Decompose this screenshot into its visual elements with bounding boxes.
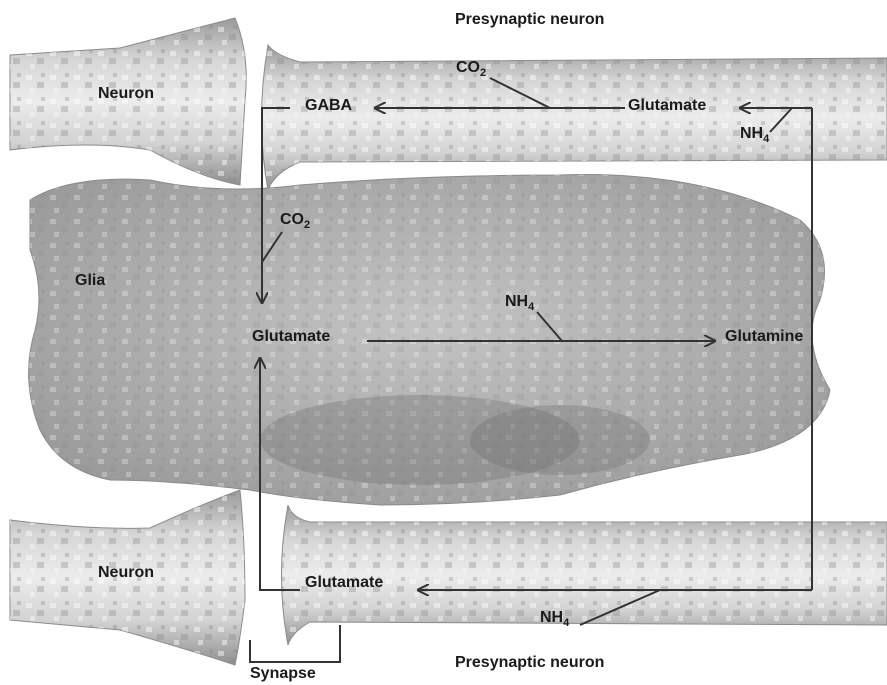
bottom-glutamate-label: Glutamate — [305, 575, 383, 591]
presynaptic-neuron-top-label: Presynaptic neuron — [455, 12, 604, 28]
top-glutamate-label: Glutamate — [628, 98, 706, 114]
neuron-bottom-label: Neuron — [98, 565, 154, 581]
co2-top-label: CO2 — [456, 60, 486, 79]
neuron-top-label: Neuron — [98, 86, 154, 102]
glia-label: Glia — [75, 273, 105, 289]
nh4-top-label: NH4 — [740, 126, 769, 145]
glutamine-label: Glutamine — [725, 329, 803, 345]
gaba-label: GABA — [305, 98, 352, 114]
presynaptic-neuron-bottom-label: Presynaptic neuron — [455, 655, 604, 671]
glia-glutamate-label: Glutamate — [252, 329, 330, 345]
co2-glia-label: CO2 — [280, 212, 310, 231]
nh4-glia-label: NH4 — [505, 294, 534, 313]
glia-cell — [29, 175, 830, 505]
top-presynaptic-axon — [262, 45, 887, 190]
synapse-label: Synapse — [250, 666, 316, 682]
nh4-bottom-label: NH4 — [540, 610, 569, 629]
